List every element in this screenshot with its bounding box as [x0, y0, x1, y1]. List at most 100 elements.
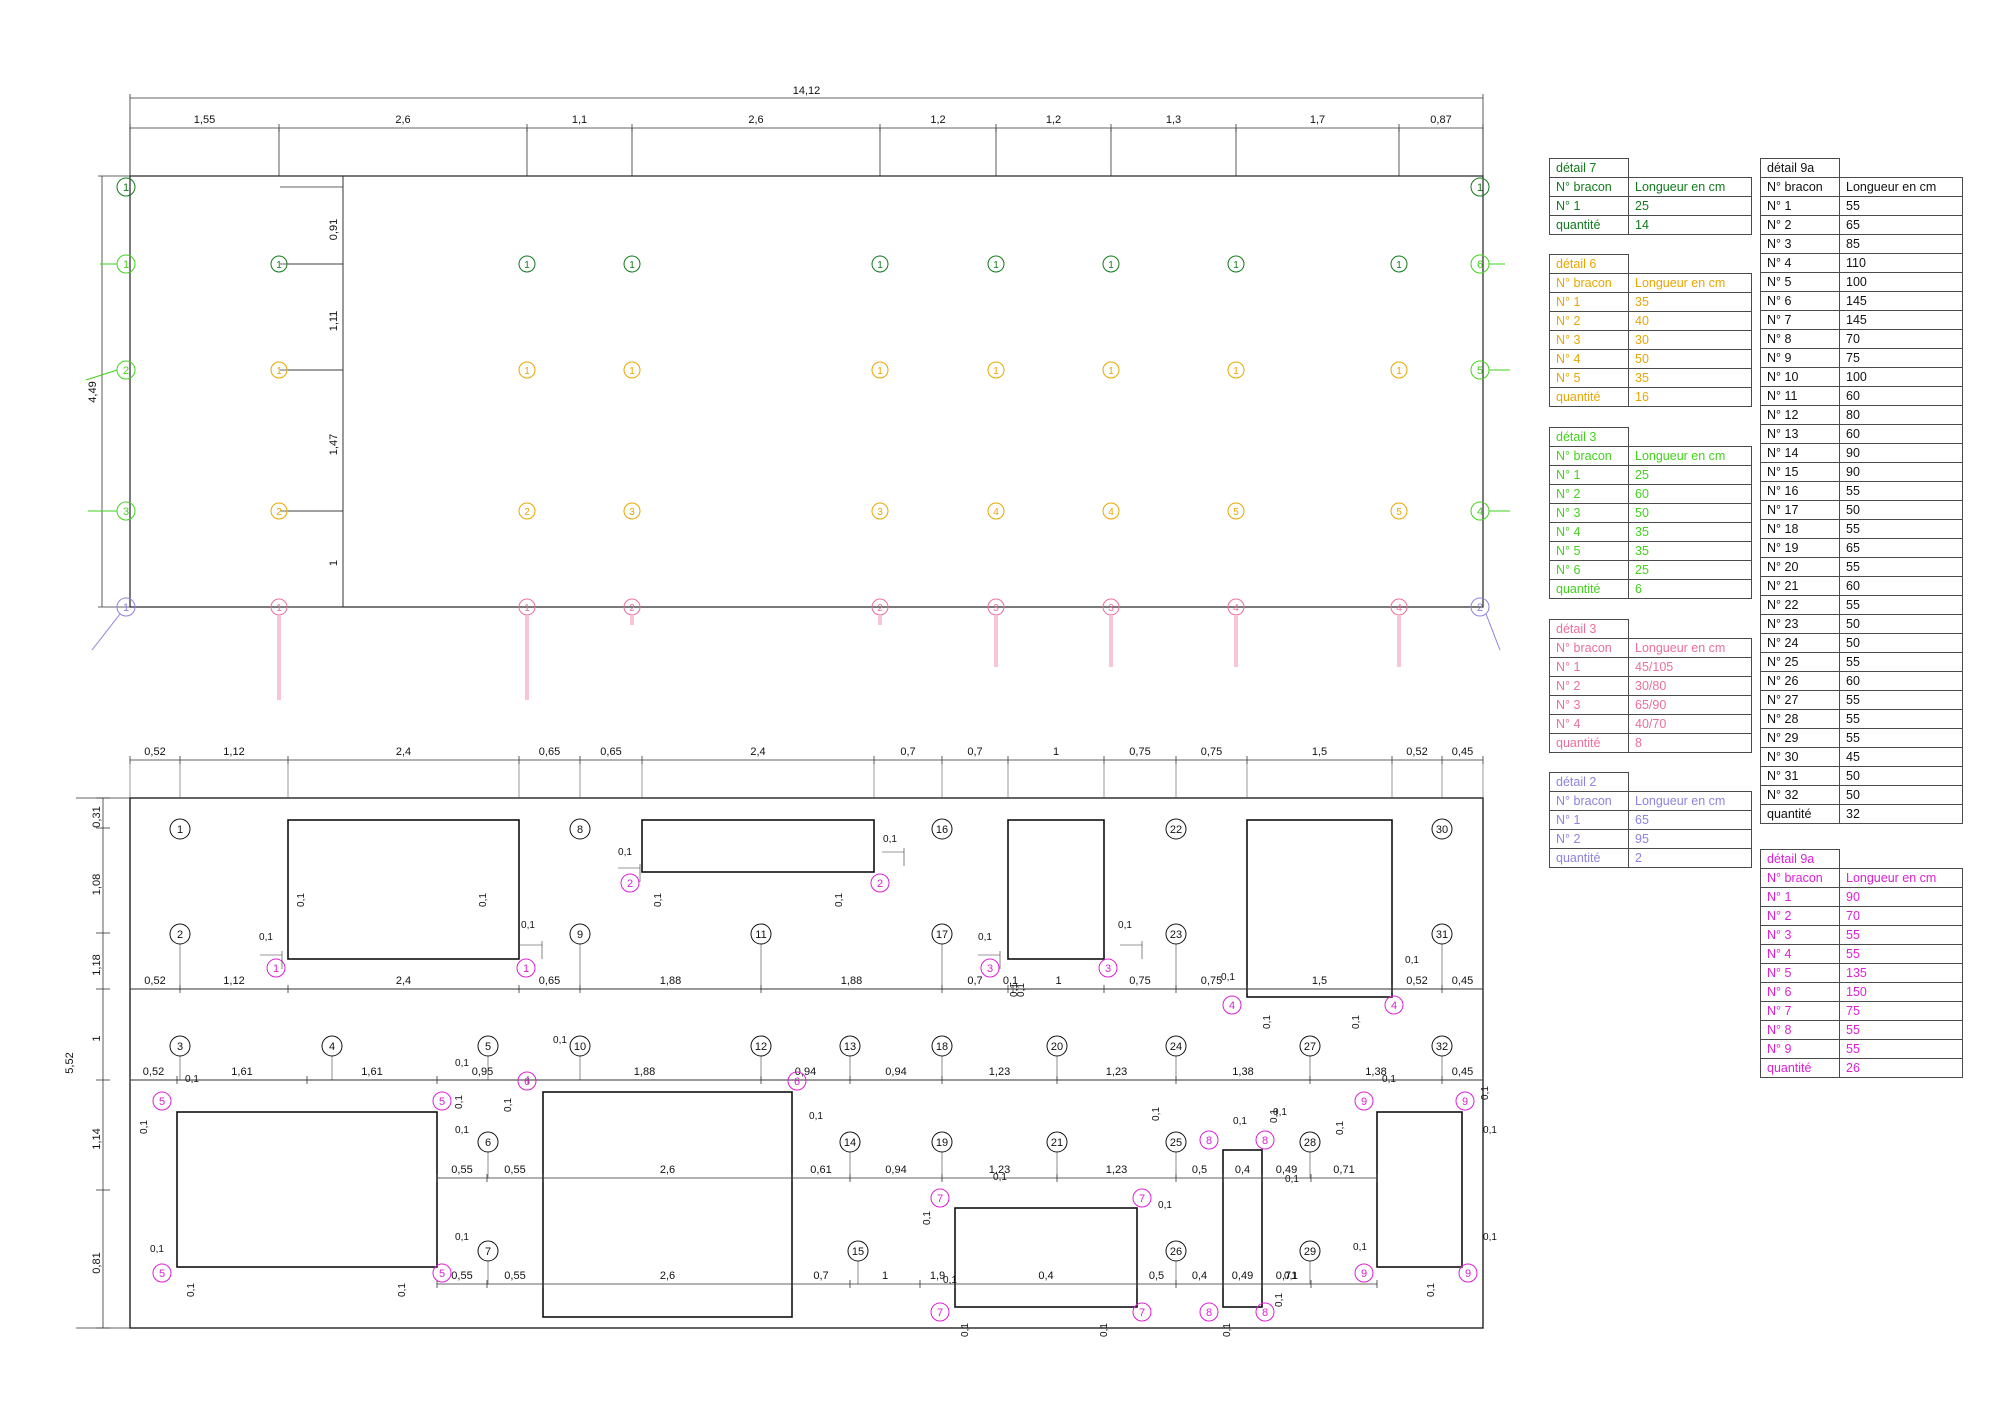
node-label: 1	[524, 260, 530, 271]
node-circle	[787, 1071, 807, 1091]
node-label: 7	[1139, 1307, 1145, 1319]
node-black-29: 29	[1299, 1240, 1321, 1262]
node-circle	[1165, 818, 1187, 840]
small-dim-label: 0,1	[139, 1120, 150, 1134]
dim-label: 1	[1053, 746, 1059, 758]
node-top-pink: 4	[1227, 598, 1245, 616]
table-row-col1: N° 31	[1760, 766, 1840, 786]
node-label: 1	[1477, 182, 1483, 194]
node-black-9: 9	[569, 923, 591, 945]
table-row-col2: 25	[1628, 196, 1752, 216]
node-label: 5	[1477, 365, 1483, 377]
node-label: 3	[987, 963, 993, 975]
table-row-col1: N° 8	[1760, 329, 1840, 349]
node-label: 1	[273, 963, 279, 975]
node-label: 3	[629, 507, 635, 518]
node-black-10: 10	[569, 1035, 591, 1057]
node-circle	[871, 255, 889, 273]
table-row-col2: 80	[1839, 405, 1963, 425]
node-label: 8	[1262, 1135, 1268, 1147]
node-label: 1	[993, 260, 999, 271]
table-row-col2: 70	[1839, 906, 1963, 926]
dim-label: 0,45	[1452, 975, 1473, 987]
table-row-col1: N° 24	[1760, 633, 1840, 653]
node-label: 2	[629, 603, 635, 614]
node-label: 2	[877, 603, 883, 614]
node-circle	[871, 502, 889, 520]
node-circle	[623, 598, 641, 616]
small-dim-label: 0,1	[618, 847, 632, 858]
node-label: 4	[993, 507, 999, 518]
node-top-yellow: 3	[623, 502, 641, 520]
table-row-col1: N° 1	[1549, 292, 1629, 312]
node-top-pink: 2	[623, 598, 641, 616]
node-circle	[1431, 818, 1453, 840]
node-circle	[1227, 255, 1245, 273]
node-label: 22	[1170, 824, 1182, 836]
small-dim-label: 0,1	[1285, 1174, 1299, 1185]
node-label: 14	[844, 1137, 856, 1149]
table-row-col1: N° 6	[1760, 982, 1840, 1002]
table-title: détail 9a	[1760, 849, 1963, 869]
small-dim-label: 0,1	[1483, 1125, 1497, 1136]
node-top-purple: 1	[116, 597, 136, 617]
table-header-col2: Longueur en cm	[1628, 273, 1752, 293]
node-circle	[1354, 1263, 1374, 1283]
node-magenta-5: 5	[432, 1263, 452, 1283]
table-header-col1: N° bracon	[1549, 273, 1629, 293]
node-circle	[569, 818, 591, 840]
node-circle	[518, 361, 536, 379]
node-magenta-7: 7	[930, 1302, 950, 1322]
table-header-col1: N° bracon	[1760, 177, 1840, 197]
node-black-20: 20	[1046, 1035, 1068, 1057]
table-row-col1: N° 8	[1760, 1020, 1840, 1040]
opening	[1246, 819, 1393, 998]
table-row-col2: 55	[1839, 944, 1963, 964]
node-label: 8	[1206, 1307, 1212, 1319]
table-title-col2	[1628, 619, 1752, 639]
node-black-16: 16	[931, 818, 953, 840]
node-label: 2	[276, 507, 282, 518]
table-row-col1: N° 29	[1760, 728, 1840, 748]
dim-label: 0,4	[1192, 1270, 1207, 1282]
table-row-col1: N° 5	[1549, 368, 1629, 388]
dim-label: 0,87	[1430, 114, 1451, 126]
table-header-col2: Longueur en cm	[1628, 638, 1752, 658]
table-row-col2: 55	[1839, 709, 1963, 729]
node-magenta-6: 6	[517, 1071, 537, 1091]
node-circle	[1199, 1130, 1219, 1150]
node-label: 30	[1436, 824, 1448, 836]
node-black-23: 23	[1165, 923, 1187, 945]
node-label: 5	[1396, 507, 1402, 518]
table-row-col2: 55	[1839, 595, 1963, 615]
dim-label: 0,5	[1149, 1270, 1164, 1282]
table-row-col2: 70	[1839, 329, 1963, 349]
table-quantity-col1: quantité	[1549, 215, 1629, 235]
node-label: 26	[1170, 1246, 1182, 1258]
node-circle	[1227, 361, 1245, 379]
table-row-col2: 55	[1839, 481, 1963, 501]
node-label: 2	[877, 878, 883, 890]
small-dim-label: 0,1	[553, 1035, 567, 1046]
opening	[1376, 1111, 1463, 1268]
node-label: 3	[1105, 963, 1111, 975]
node-magenta-2: 2	[620, 873, 640, 893]
dim-label: 2,4	[396, 746, 411, 758]
dim-label: 0,94	[885, 1066, 906, 1078]
node-label: 4	[1396, 603, 1402, 614]
node-label: 1	[524, 366, 530, 377]
table-header-col2: Longueur en cm	[1628, 446, 1752, 466]
brace-stub	[91, 613, 121, 651]
